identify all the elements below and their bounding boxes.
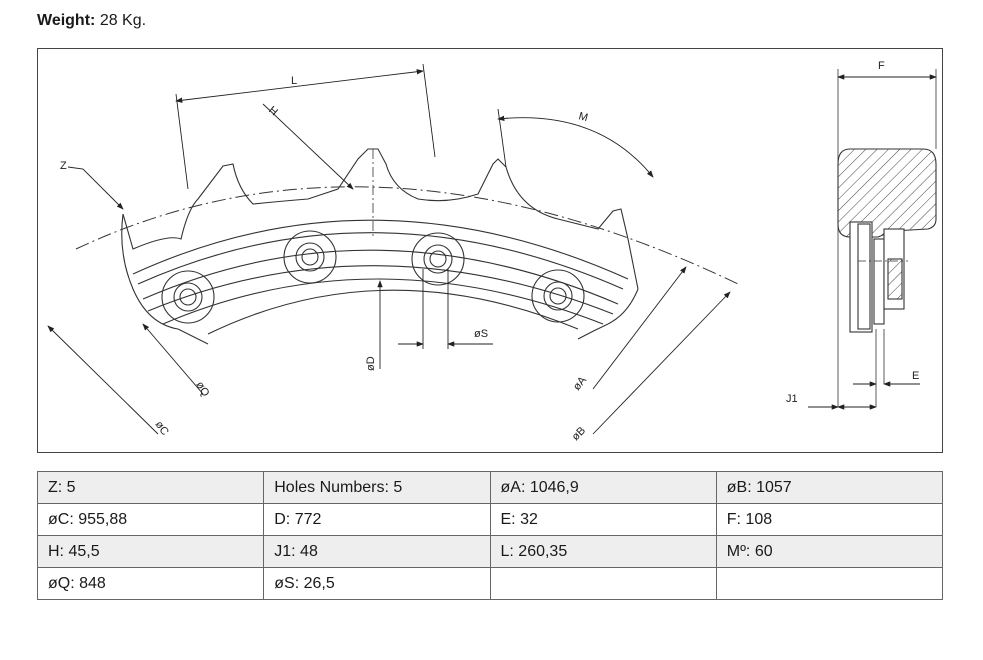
label-Q: øQ [193,380,211,400]
side-dimension-lines [808,74,937,410]
label-S: øS [474,328,488,340]
table-cell: L: 260,35 [489,535,717,568]
table-row: øC: 955,88 D: 772 E: 32 F: 108 [36,503,944,536]
table-cell: H: 45,5 [36,535,265,568]
sprocket-drawing-svg: L H M Z F E J1 øS øD øQ øC øA øB [47,60,937,443]
label-M: M [577,110,589,124]
label-L: L [291,75,297,87]
table-cell [489,567,717,600]
table-row: H: 45,5 J1: 48 L: 260,35 Mº: 60 [36,535,944,568]
table-cell: Mº: 60 [715,535,944,568]
pitch-circle [75,186,739,285]
table-cell: øQ: 848 [36,567,265,600]
table-cell: D: 772 [263,503,491,536]
table-cell: J1: 48 [263,535,491,568]
table-cell: F: 108 [715,503,944,536]
label-C: øC [153,419,171,438]
table-cell: Holes Numbers: 5 [263,471,491,504]
dimension-lines [47,63,731,435]
label-E: E [912,370,919,382]
label-A: øA [571,374,590,393]
label-B: øB [570,425,588,443]
table-cell: øA: 1046,9 [489,471,717,504]
side-section-view [837,69,937,407]
weight-value: 28 Kg. [99,12,147,29]
specs-table: Z: 5 Holes Numbers: 5 øA: 1046,9 øB: 105… [36,471,944,600]
table-cell: øC: 955,88 [36,503,265,536]
table-cell [715,567,944,600]
weight-label: Weight: [37,12,96,29]
weight-line: Weight: 28 Kg. [37,12,146,30]
label-H: H [266,104,280,118]
table-row: Z: 5 Holes Numbers: 5 øA: 1046,9 øB: 105… [36,471,944,504]
bolt-holes [161,230,585,324]
table-cell: øB: 1057 [715,471,944,504]
table-row: øQ: 848 øS: 26,5 [36,567,944,600]
label-D: øD [365,356,377,371]
sprocket-segment [121,148,639,345]
table-cell: øS: 26,5 [263,567,491,600]
technical-drawing: L H M Z F E J1 øS øD øQ øC øA øB [37,48,943,453]
label-Z: Z [60,160,67,172]
table-cell: E: 32 [489,503,717,536]
label-J1: J1 [786,393,798,405]
table-cell: Z: 5 [36,471,265,504]
label-F: F [878,60,885,72]
